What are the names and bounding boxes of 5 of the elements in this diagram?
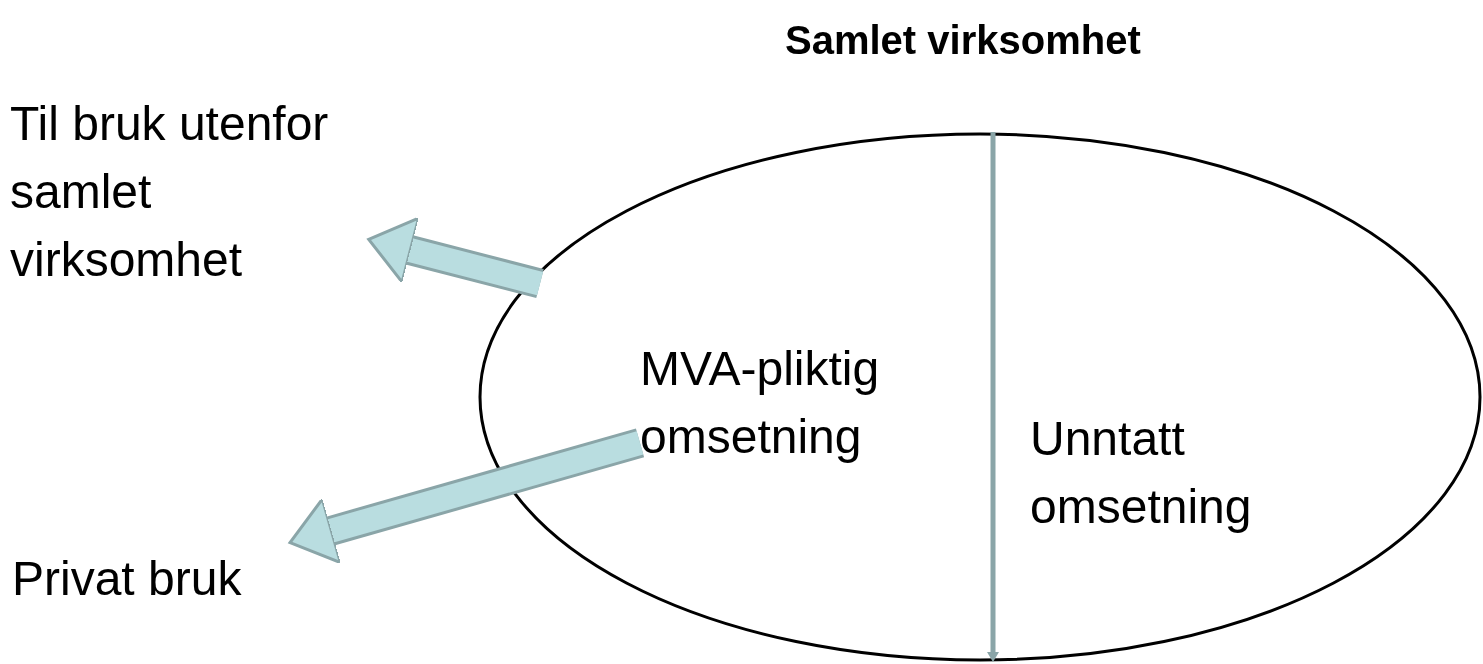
node-label: Privat bruk <box>12 551 243 607</box>
node-label: Til bruk utenfor samlet virksomhet <box>10 96 330 288</box>
node-label: MVA-pliktig omsetning <box>640 341 881 465</box>
heading: Samlet virksomhet <box>785 17 1141 64</box>
node-label: Unntatt omsetning <box>1030 411 1253 535</box>
